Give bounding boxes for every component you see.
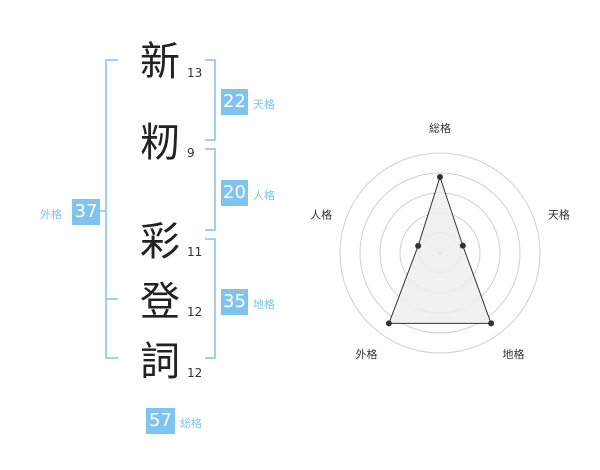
radar-point [385,320,392,327]
radar-axis-label: 総格 [429,121,451,135]
name-char-2-strokes: 9 [187,146,195,160]
chikaku-label: 地格 [253,298,275,311]
gaikaku-label: 外格 [40,208,62,221]
name-char-3: 彩 [140,219,180,265]
jinkaku-label: 人格 [253,189,275,202]
gaikaku-bracket [105,59,118,359]
soukaku-label: 総格 [180,417,202,430]
radar-ring [339,152,541,354]
radar-point [488,320,495,327]
tenkaku-value: 22 [221,89,248,115]
jinkaku-value: 20 [221,180,248,206]
tenkaku-label: 天格 [253,98,275,111]
radar-ring [359,172,521,334]
chikaku-value: 35 [221,289,248,315]
gaikaku-value: 37 [72,199,100,225]
radar-axis-label: 外格 [356,347,378,361]
radar-axis-label: 地格 [502,347,524,361]
chikaku-bracket [205,238,216,359]
soukaku-value: 57 [146,408,175,434]
name-char-4-strokes: 12 [187,305,203,319]
name-char-1-strokes: 13 [187,66,203,80]
radar-series-area [388,175,492,324]
name-char-2: 籾 [140,120,180,166]
name-char-3-strokes: 11 [187,245,203,259]
radar-point [415,242,422,249]
name-char-4: 登 [140,279,180,325]
radar-point [459,242,466,249]
radar-point [437,174,443,180]
name-char-1: 新 [140,39,180,85]
jinkaku-bracket [205,148,216,231]
name-char-5: 詞 [140,339,180,385]
name-char-5-strokes: 12 [187,366,203,380]
tenkaku-bracket [205,59,216,141]
radar-axis-label: 天格 [548,207,570,221]
radar-axis-label: 人格 [310,207,332,221]
